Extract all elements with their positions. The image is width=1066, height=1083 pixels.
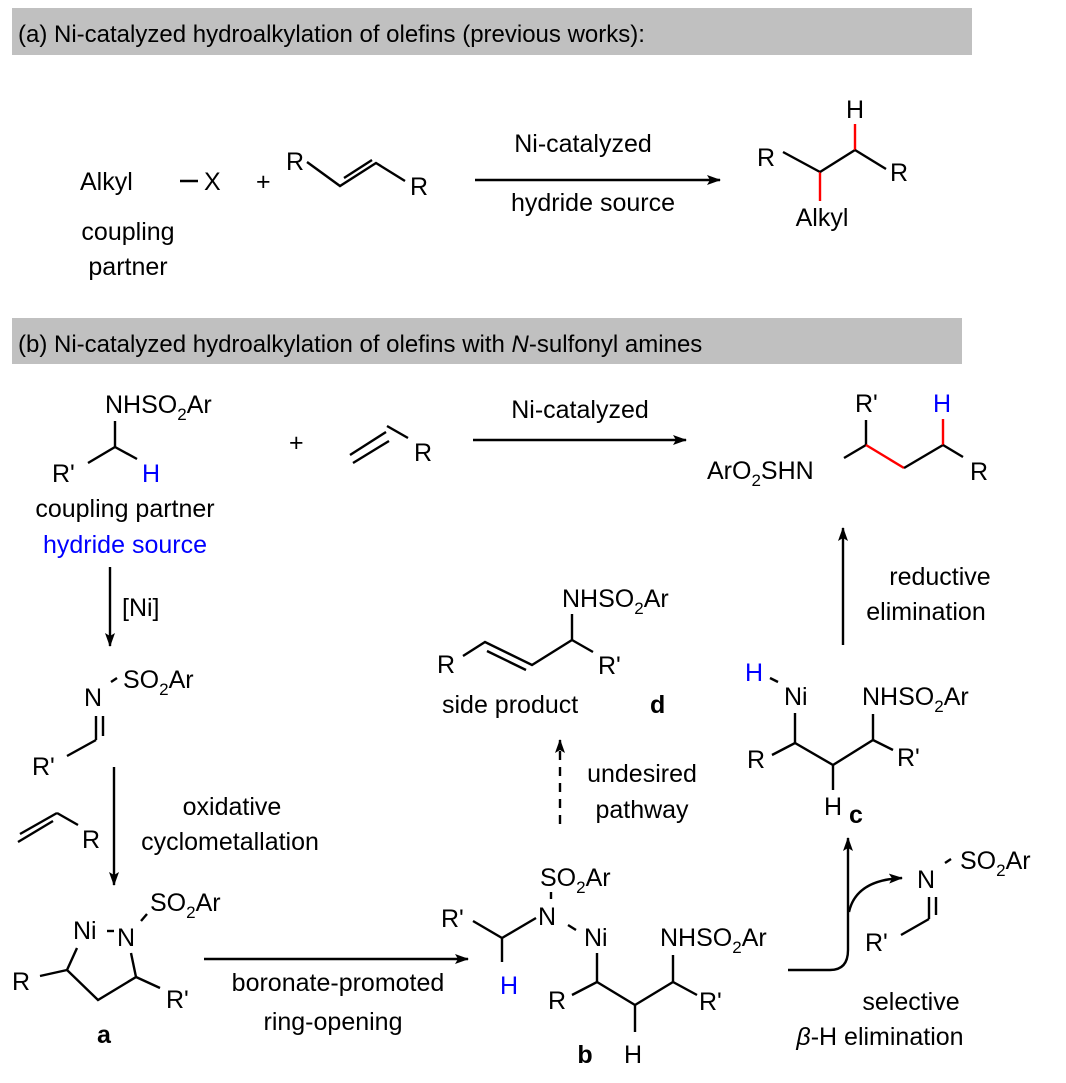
coupling-partner-label: coupling partner <box>35 495 214 523</box>
rp-label: R' <box>699 988 722 1016</box>
compound-label-a: a <box>97 1021 112 1049</box>
plus-sign: + <box>289 429 304 457</box>
intermediate-a: SO2Ar Ni N R R' a <box>12 889 221 1049</box>
r-label: R <box>12 968 30 996</box>
selective-label: selective <box>862 988 959 1016</box>
reductive-label: reductive <box>889 563 990 591</box>
double-bond <box>343 158 373 180</box>
plus-sign: + <box>256 168 271 196</box>
bond <box>306 161 406 188</box>
so2ar-label: SO2Ar <box>150 889 221 922</box>
boronate-label: boronate-promoted <box>232 969 445 997</box>
r-label: R <box>410 173 428 201</box>
ni-label: Ni <box>584 924 608 952</box>
aro2shn-label: ArO2SHN <box>707 457 814 490</box>
side-product-d: NHSO2Ar R' R side product d <box>437 585 669 719</box>
beta-h-elimination-label: β-H elimination <box>795 1023 963 1051</box>
product-a: R Alkyl H R <box>757 96 908 232</box>
so2ar-label: SO2Ar <box>960 847 1031 880</box>
olefin-a: R R <box>286 148 428 201</box>
ni-bracket-label: [Ni] <box>122 594 160 622</box>
hydride-h-label: H <box>142 460 160 488</box>
r-label: R <box>548 987 566 1015</box>
r-label: R <box>890 159 908 187</box>
beta-h-elimination-arrow <box>788 837 853 972</box>
r-label: R <box>414 439 432 467</box>
compound-label-b: b <box>577 1041 592 1069</box>
imine-right: SO2Ar N R' <box>865 847 1031 957</box>
imine-release-arrow <box>847 873 903 913</box>
cyclometallation-label: cyclometallation <box>141 828 319 856</box>
intermediate-c: H Ni NHSO2Ar R R' H c <box>745 659 969 829</box>
hydride-h-label: H <box>500 972 518 1000</box>
rp-label: R' <box>897 744 920 772</box>
nhso2ar-label: NHSO2Ar <box>105 391 212 424</box>
alkyl-halide: Alkyl X <box>80 168 221 196</box>
elimination-label: elimination <box>866 598 986 626</box>
so2ar-label: SO2Ar <box>540 864 611 897</box>
x-label: X <box>204 168 221 196</box>
r-label: R <box>437 651 455 679</box>
r-label: R <box>747 746 765 774</box>
r-label: R <box>970 458 988 486</box>
nhso2ar-label: NHSO2Ar <box>862 683 969 716</box>
panel-b-header: (b) Ni-catalyzed hydroalkylation of olef… <box>18 331 702 358</box>
undesired-label: undesired <box>587 760 697 788</box>
nhso2ar-label: NHSO2Ar <box>562 585 669 618</box>
hydride-source-label: hydride source <box>43 531 207 559</box>
olefin-b: R <box>349 424 432 467</box>
intermediate-b: R' H SO2Ar N Ni R H NHSO2Ar R' b <box>441 864 767 1069</box>
h-label: H <box>624 1041 642 1069</box>
new-bond-red <box>865 443 905 470</box>
imine-left: SO2Ar N R' <box>32 666 194 781</box>
ni-label: Ni <box>73 917 97 945</box>
n-label: N <box>538 903 556 931</box>
partner-label: partner <box>88 253 167 281</box>
ring-opening-label: ring-opening <box>264 1008 403 1036</box>
amine-coupling-partner: NHSO2Ar R' H <box>52 391 212 488</box>
arrow-bottom-label: hydride source <box>511 189 675 217</box>
product-b: ArO2SHN R' H R <box>707 390 988 490</box>
coupling-label: coupling <box>81 218 174 246</box>
hydride-h-label: H <box>745 659 763 687</box>
rp-label: R' <box>855 390 878 418</box>
n-label: N <box>117 924 135 952</box>
rp-label: R' <box>166 986 189 1014</box>
n-label: N <box>917 866 935 894</box>
alkyl-label: Alkyl <box>796 204 849 232</box>
compound-label-c: c <box>849 801 863 829</box>
ni-label: Ni <box>784 683 808 711</box>
rp-label: R' <box>441 905 464 933</box>
alkyl-label: Alkyl <box>80 168 133 196</box>
compound-label-d: d <box>650 691 665 719</box>
panel-a-header-bar <box>12 8 972 55</box>
hydride-h-label: H <box>933 390 951 418</box>
h-label: H <box>846 96 864 124</box>
r-label: R <box>82 826 100 854</box>
rp-label: R' <box>32 753 55 781</box>
so2ar-label: SO2Ar <box>123 666 194 699</box>
rp-label: R' <box>865 929 888 957</box>
oxidative-label: oxidative <box>183 793 282 821</box>
h-label: H <box>824 793 842 821</box>
side-product-label: side product <box>442 691 578 719</box>
n-label: N <box>84 684 102 712</box>
rp-label: R' <box>52 460 75 488</box>
r-label: R <box>286 148 304 176</box>
arrow-top-label: Ni-catalyzed <box>514 130 652 158</box>
r-label: R <box>757 144 775 172</box>
pathway-label: pathway <box>595 796 689 824</box>
ni-catalyzed-label: Ni-catalyzed <box>511 396 649 424</box>
nhso2ar-label: NHSO2Ar <box>660 924 767 957</box>
rp-label: R' <box>598 652 621 680</box>
panel-b-header-bar <box>12 318 962 364</box>
panel-a-header: (a) Ni-catalyzed hydroalkylation of olef… <box>18 21 645 48</box>
olefin-reagent: R <box>17 811 100 854</box>
